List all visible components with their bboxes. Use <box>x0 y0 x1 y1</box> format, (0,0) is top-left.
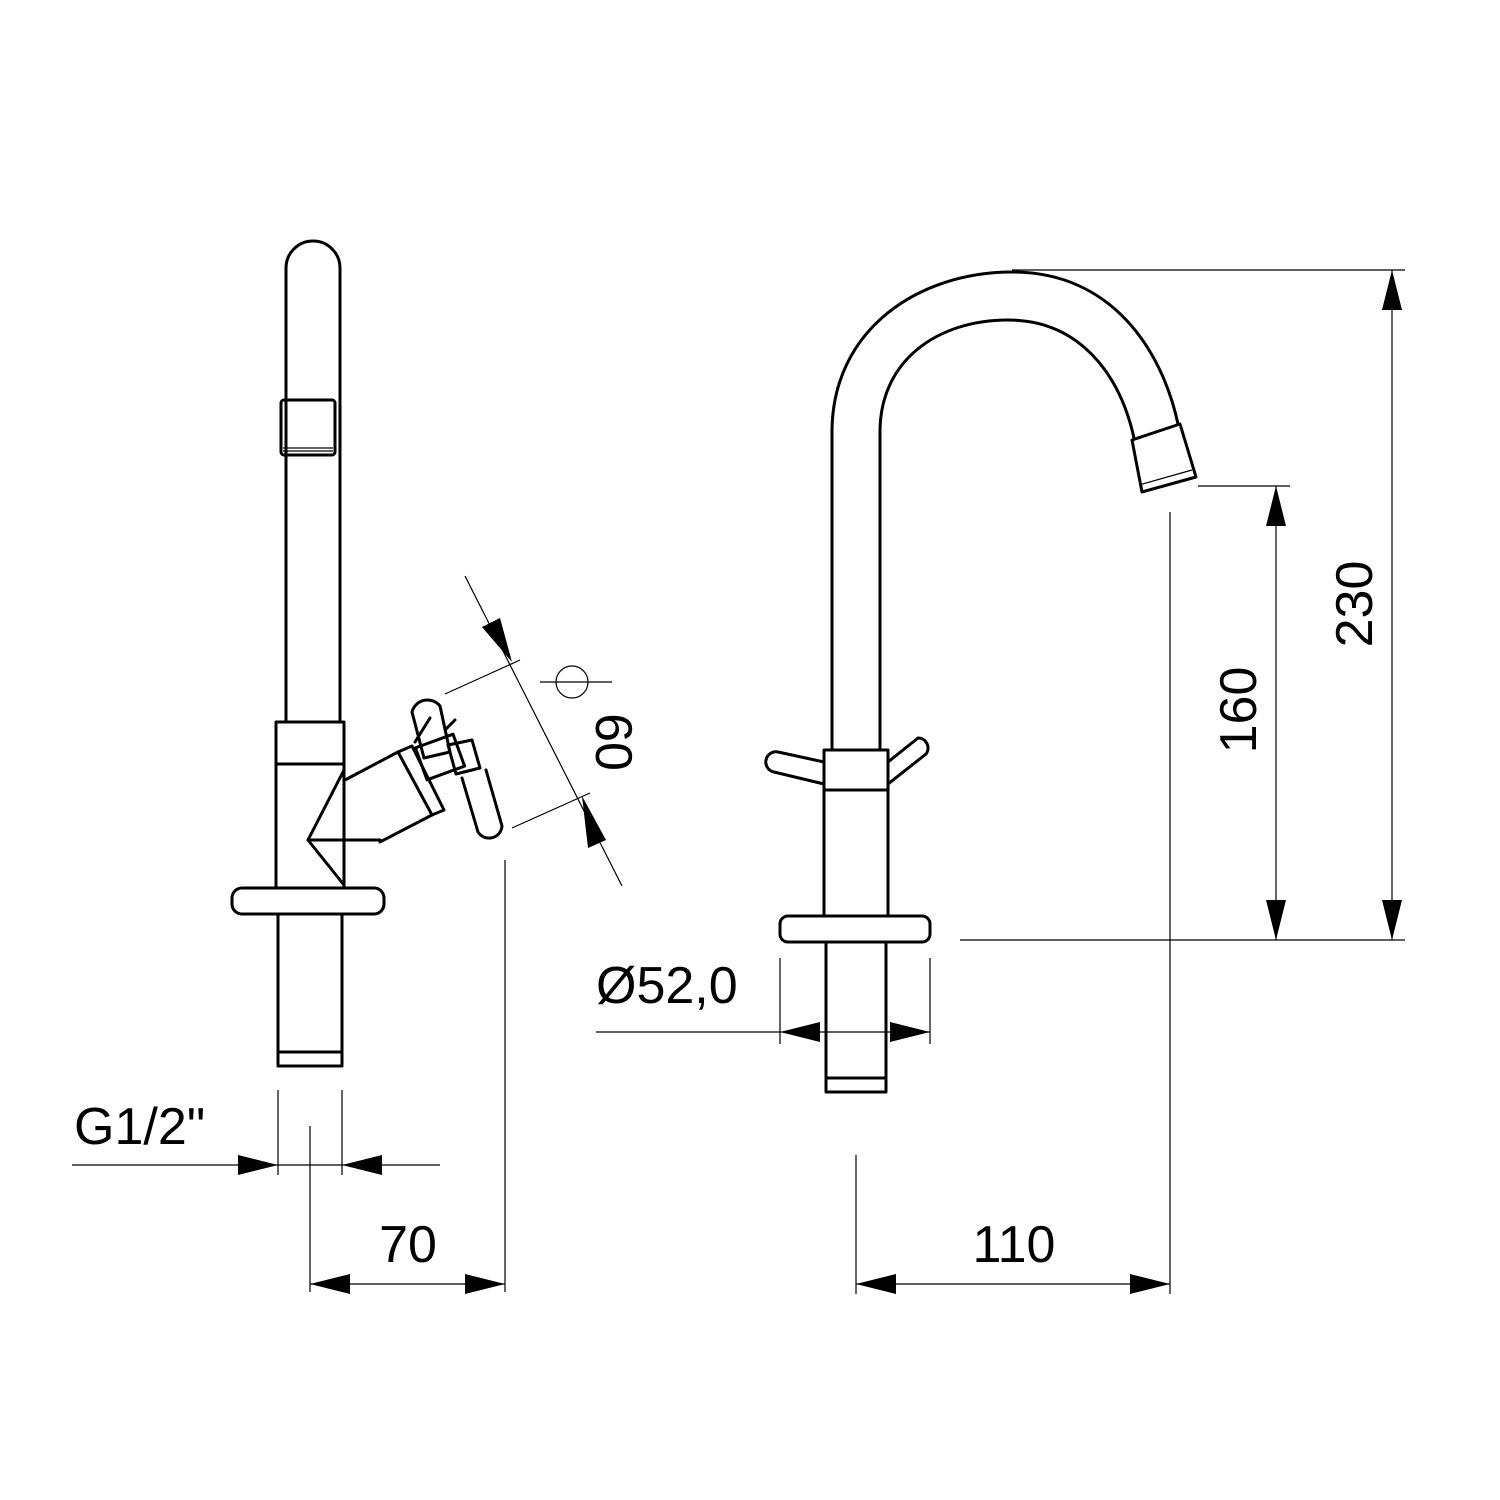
front-handle-right <box>886 736 930 786</box>
side-valve-cone <box>306 768 382 887</box>
front-shank <box>824 940 888 1094</box>
dim-base-diameter-label: Ø52,0 <box>596 957 738 1015</box>
front-base-plate <box>778 914 932 944</box>
front-body <box>822 788 890 918</box>
front-body-collar <box>822 748 890 792</box>
dim-handle-angle-label: 60 <box>584 713 642 771</box>
side-shank <box>276 912 344 1068</box>
dim-spout-reach-label: 110 <box>973 1216 1056 1274</box>
side-view-faucet <box>230 239 504 1068</box>
side-body-collar <box>274 720 346 766</box>
dim-side-reach-label: 70 <box>379 1216 437 1274</box>
side-body <box>274 762 346 890</box>
side-valve-housing <box>343 750 434 844</box>
side-base-plate <box>230 886 386 916</box>
side-spout-tube <box>284 239 342 722</box>
side-aerator <box>279 398 337 457</box>
dimension-lines <box>72 269 1405 1294</box>
front-view-faucet <box>764 270 1198 1094</box>
side-handle-lever <box>410 698 457 760</box>
dim-outlet-height-label: 160 <box>1210 667 1268 754</box>
front-gooseneck-spout <box>830 270 1180 752</box>
dim-total-height-label: 230 <box>1326 561 1384 648</box>
front-handle-left <box>764 750 826 786</box>
front-nozzle <box>1130 422 1198 494</box>
dim-thread-label: G1/2" <box>74 1098 205 1156</box>
